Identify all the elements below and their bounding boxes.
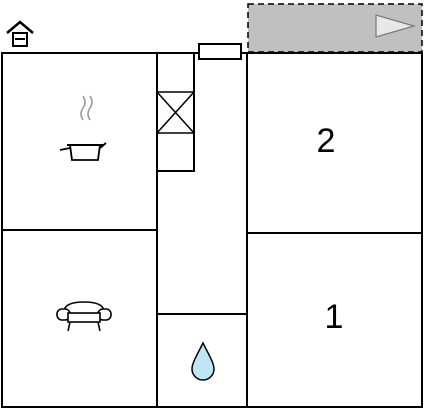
direction-flag-icon [375,14,417,38]
room-label-1: 1 [325,298,344,336]
sofa-icon [56,301,112,332]
window [198,43,242,60]
water-drop-icon [191,341,215,381]
room-label-2: 2 [317,122,336,160]
cooking-pot-icon [59,95,107,161]
house-entrance-icon [6,20,34,47]
stairs-cross-icon [156,52,195,172]
